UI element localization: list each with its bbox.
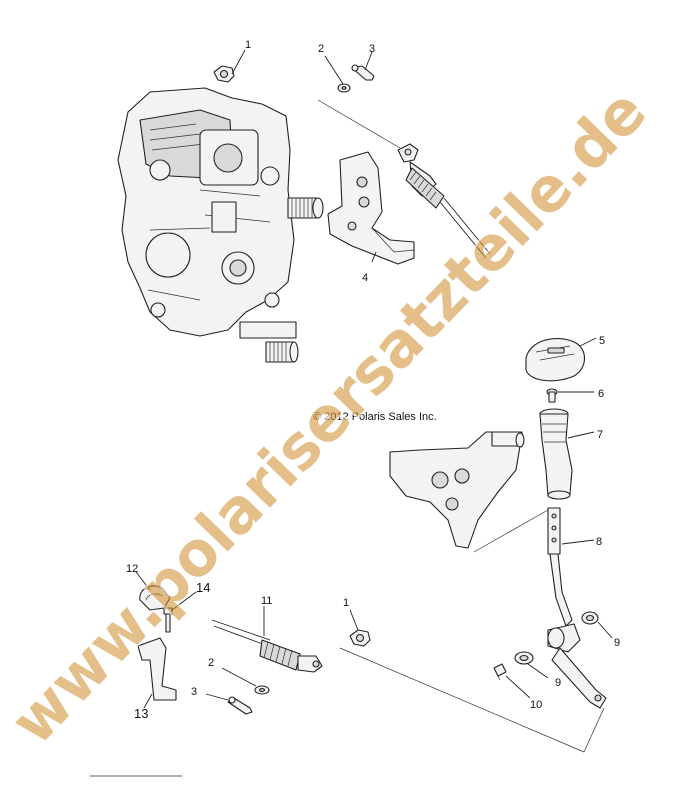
callout-14: 14 bbox=[196, 580, 210, 595]
callout-2-low: 2 bbox=[208, 657, 214, 669]
cable-clamp bbox=[139, 585, 171, 611]
screw bbox=[546, 388, 558, 403]
callout-12: 12 bbox=[126, 563, 138, 575]
callout-13: 13 bbox=[134, 706, 148, 721]
callout-3-top: 3 bbox=[369, 43, 375, 55]
shift-cable-low bbox=[211, 619, 323, 673]
callout-10: 10 bbox=[530, 699, 542, 711]
callout-8: 8 bbox=[596, 536, 602, 548]
callout-9-right: 9 bbox=[614, 637, 620, 649]
lower-output-shaft bbox=[239, 321, 299, 363]
callout-11: 11 bbox=[261, 595, 272, 607]
callout-6: 6 bbox=[598, 388, 604, 400]
copyright-text: © 2012 Polaris Sales Inc. bbox=[313, 411, 437, 423]
callout-3-low: 3 bbox=[191, 686, 197, 698]
upper-output-shaft bbox=[287, 197, 324, 219]
callout-9-low: 9 bbox=[555, 677, 561, 689]
shift-boot bbox=[539, 408, 573, 500]
washer-low bbox=[254, 685, 270, 695]
bolt bbox=[163, 607, 173, 633]
cotter-pin-top bbox=[351, 64, 375, 81]
shift-cable-top bbox=[397, 143, 491, 259]
callout-4: 4 bbox=[362, 272, 368, 284]
pivot-arm bbox=[547, 623, 607, 709]
nut-top bbox=[213, 65, 235, 83]
retaining-clip bbox=[493, 663, 507, 681]
transmission-assembly bbox=[117, 87, 324, 363]
shift-bracket-mount bbox=[389, 431, 525, 549]
bushing-right bbox=[581, 611, 599, 625]
shift-knob bbox=[525, 338, 586, 382]
callout-7: 7 bbox=[597, 429, 603, 441]
cotter-pin-low bbox=[227, 696, 253, 715]
bushing-low bbox=[514, 651, 534, 665]
nut-low bbox=[349, 629, 371, 647]
shift-bracket-top bbox=[327, 151, 415, 265]
washer-top bbox=[337, 83, 351, 93]
callout-2-top: 2 bbox=[318, 43, 324, 55]
callout-5: 5 bbox=[599, 335, 605, 347]
mounting-bracket bbox=[137, 637, 177, 701]
callout-1-top: 1 bbox=[245, 39, 251, 51]
shift-lever bbox=[547, 507, 573, 627]
callout-1-low: 1 bbox=[343, 597, 349, 609]
